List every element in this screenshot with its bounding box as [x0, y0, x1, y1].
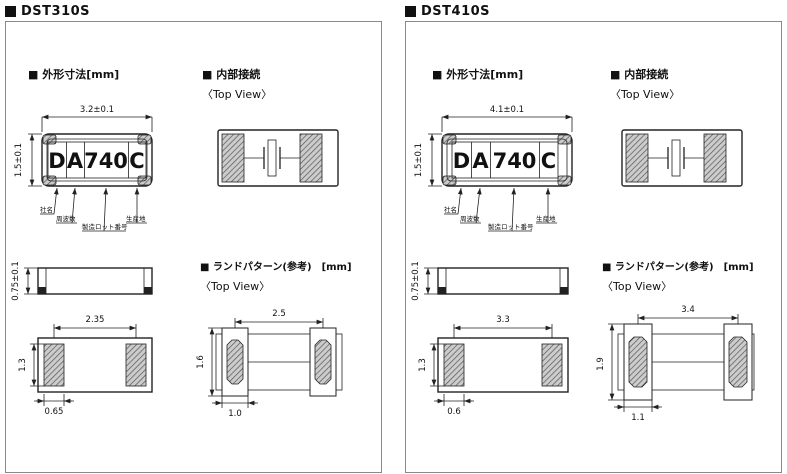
land-pattern-drawing: ■ ランドパターン(参考) [mm] 〈Top View〉 2.5 1.6 1.…	[196, 260, 352, 419]
dim-body-height: 1.5±0.1	[14, 143, 24, 177]
panel-title-text: DST410S	[421, 4, 491, 19]
label-lot-number: 製造ロット番号	[82, 222, 128, 231]
marking-lot-digits: 740	[84, 149, 128, 173]
bottom-pad-view-drawing: 2.35 1.3 0.65	[18, 315, 153, 417]
internal-connection-drawing	[217, 129, 339, 187]
bottom-right-pad	[125, 343, 147, 387]
internal-right-pad	[703, 133, 727, 183]
bottom-right-pad	[541, 343, 563, 387]
label-frequency: 周波数	[460, 214, 480, 223]
label-production-site: 生産地	[126, 214, 146, 223]
panel-dst310s: DST310S ■ 外形寸法[mm] ■ 内部接続 〈Top View〉 3.2…	[5, 4, 382, 473]
land-pattern-drawing: ■ ランドパターン(参考) [mm] 〈Top View〉 3.4 1.9 1.…	[596, 260, 755, 423]
outline-section-heading: ■ 外形寸法[mm]	[432, 67, 523, 81]
dim-land-height: 1.6	[196, 355, 206, 369]
panel-border: ■ 外形寸法[mm] ■ 内部接続 〈Top View〉 4.1±0.1 1.5…	[405, 21, 782, 473]
label-production-site: 生産地	[536, 214, 556, 223]
crystal-electrode-plates	[667, 147, 685, 169]
dim-pad-width: 0.65	[45, 407, 64, 417]
land-topview-label: 〈Top View〉	[602, 280, 672, 293]
dim-pad-height: 1.3	[418, 358, 428, 372]
dim-land-height: 1.9	[596, 357, 606, 371]
internal-connection-drawing	[621, 129, 743, 187]
dim-land-pitch: 3.4	[681, 305, 695, 315]
side-right-terminal	[144, 287, 152, 294]
title-square-icon	[5, 6, 16, 17]
internal-left-pad	[625, 133, 649, 183]
marking-char-4: C	[129, 149, 144, 173]
land-section-heading: ■ ランドパターン(参考) [mm]	[200, 260, 352, 273]
panel-title-text: DST310S	[21, 4, 91, 19]
bottom-left-pad	[43, 343, 65, 387]
marking-lot-digits: 740	[493, 149, 537, 173]
label-company-name: 社名	[444, 205, 457, 214]
internal-left-pad	[221, 133, 245, 183]
crystal-symbol	[267, 139, 277, 177]
marking-char-1: D	[48, 149, 65, 173]
label-frequency: 周波数	[56, 214, 76, 223]
side-view-drawing: 0.75±0.1	[411, 261, 569, 301]
marking-char-2: A	[472, 149, 489, 173]
land-section-heading: ■ ランドパターン(参考) [mm]	[602, 260, 754, 273]
package-top-view: 4.1±0.1 1.5±0.1 D A 740 C 社名 周波数	[414, 105, 573, 232]
dim-body-height: 1.5±0.1	[414, 143, 424, 177]
title-square-icon	[405, 6, 416, 17]
dim-body-width: 3.2±0.1	[80, 105, 114, 115]
package-top-view: 3.2±0.1 1.5±0.1 D A 740 C 社名 周波数	[14, 105, 153, 232]
land-left-terminal	[628, 336, 648, 388]
drawing-dst310s: ■ 外形寸法[mm] ■ 内部接続 〈Top View〉 3.2±0.1 1.5…	[11, 67, 352, 419]
dim-land-pitch: 2.5	[272, 309, 286, 319]
dim-pad-pitch: 2.35	[86, 315, 105, 325]
panel-title: DST410S	[405, 4, 782, 19]
dim-land-width: 1.1	[631, 413, 645, 423]
internal-section-heading: ■ 内部接続	[202, 67, 260, 81]
marking-char-4: C	[541, 149, 556, 173]
label-company-name: 社名	[40, 205, 53, 214]
marking-frame	[451, 141, 559, 179]
land-topview-label: 〈Top View〉	[200, 280, 270, 293]
dim-body-width: 4.1±0.1	[490, 105, 524, 115]
marking-frame	[47, 141, 147, 179]
internal-topview-label: 〈Top View〉	[610, 88, 680, 101]
dim-land-width: 1.0	[228, 409, 242, 419]
label-lot-number: 製造ロット番号	[488, 222, 534, 231]
side-left-terminal	[438, 287, 446, 294]
drawing-dst410s: ■ 外形寸法[mm] ■ 内部接続 〈Top View〉 4.1±0.1 1.5…	[411, 67, 755, 423]
marking-char-2: A	[67, 149, 84, 173]
internal-right-pad	[299, 133, 323, 183]
dim-body-thickness: 0.75±0.1	[411, 261, 421, 301]
crystal-symbol	[671, 139, 681, 177]
outline-section-heading: ■ 外形寸法[mm]	[28, 67, 119, 81]
land-left-pad	[221, 327, 249, 397]
land-left-terminal	[226, 339, 244, 385]
crystal-electrode-plates	[263, 147, 281, 169]
side-left-terminal	[38, 287, 46, 294]
dim-pad-height: 1.3	[18, 358, 28, 372]
bottom-left-pad	[443, 343, 465, 387]
internal-section-heading: ■ 内部接続	[610, 67, 668, 81]
panel-border: ■ 外形寸法[mm] ■ 内部接続 〈Top View〉 3.2±0.1 1.5…	[5, 21, 382, 473]
land-right-terminal	[314, 339, 332, 385]
panel-dst410s: DST410S ■ 外形寸法[mm] ■ 内部接続 〈Top View〉 4.1…	[405, 4, 782, 473]
internal-topview-label: 〈Top View〉	[202, 88, 272, 101]
side-view-drawing: 0.75±0.1	[11, 261, 153, 301]
side-right-terminal	[560, 287, 568, 294]
dim-pad-pitch: 3.3	[496, 315, 510, 325]
land-body-outline	[215, 333, 343, 391]
land-body-outline	[617, 333, 755, 391]
marking-char-1: D	[453, 149, 470, 173]
dim-body-thickness: 0.75±0.1	[11, 261, 21, 301]
dim-pad-width: 0.6	[447, 407, 461, 417]
land-right-terminal	[728, 336, 748, 388]
panel-title: DST310S	[5, 4, 382, 19]
bottom-pad-view-drawing: 3.3 1.3 0.6	[418, 315, 569, 417]
